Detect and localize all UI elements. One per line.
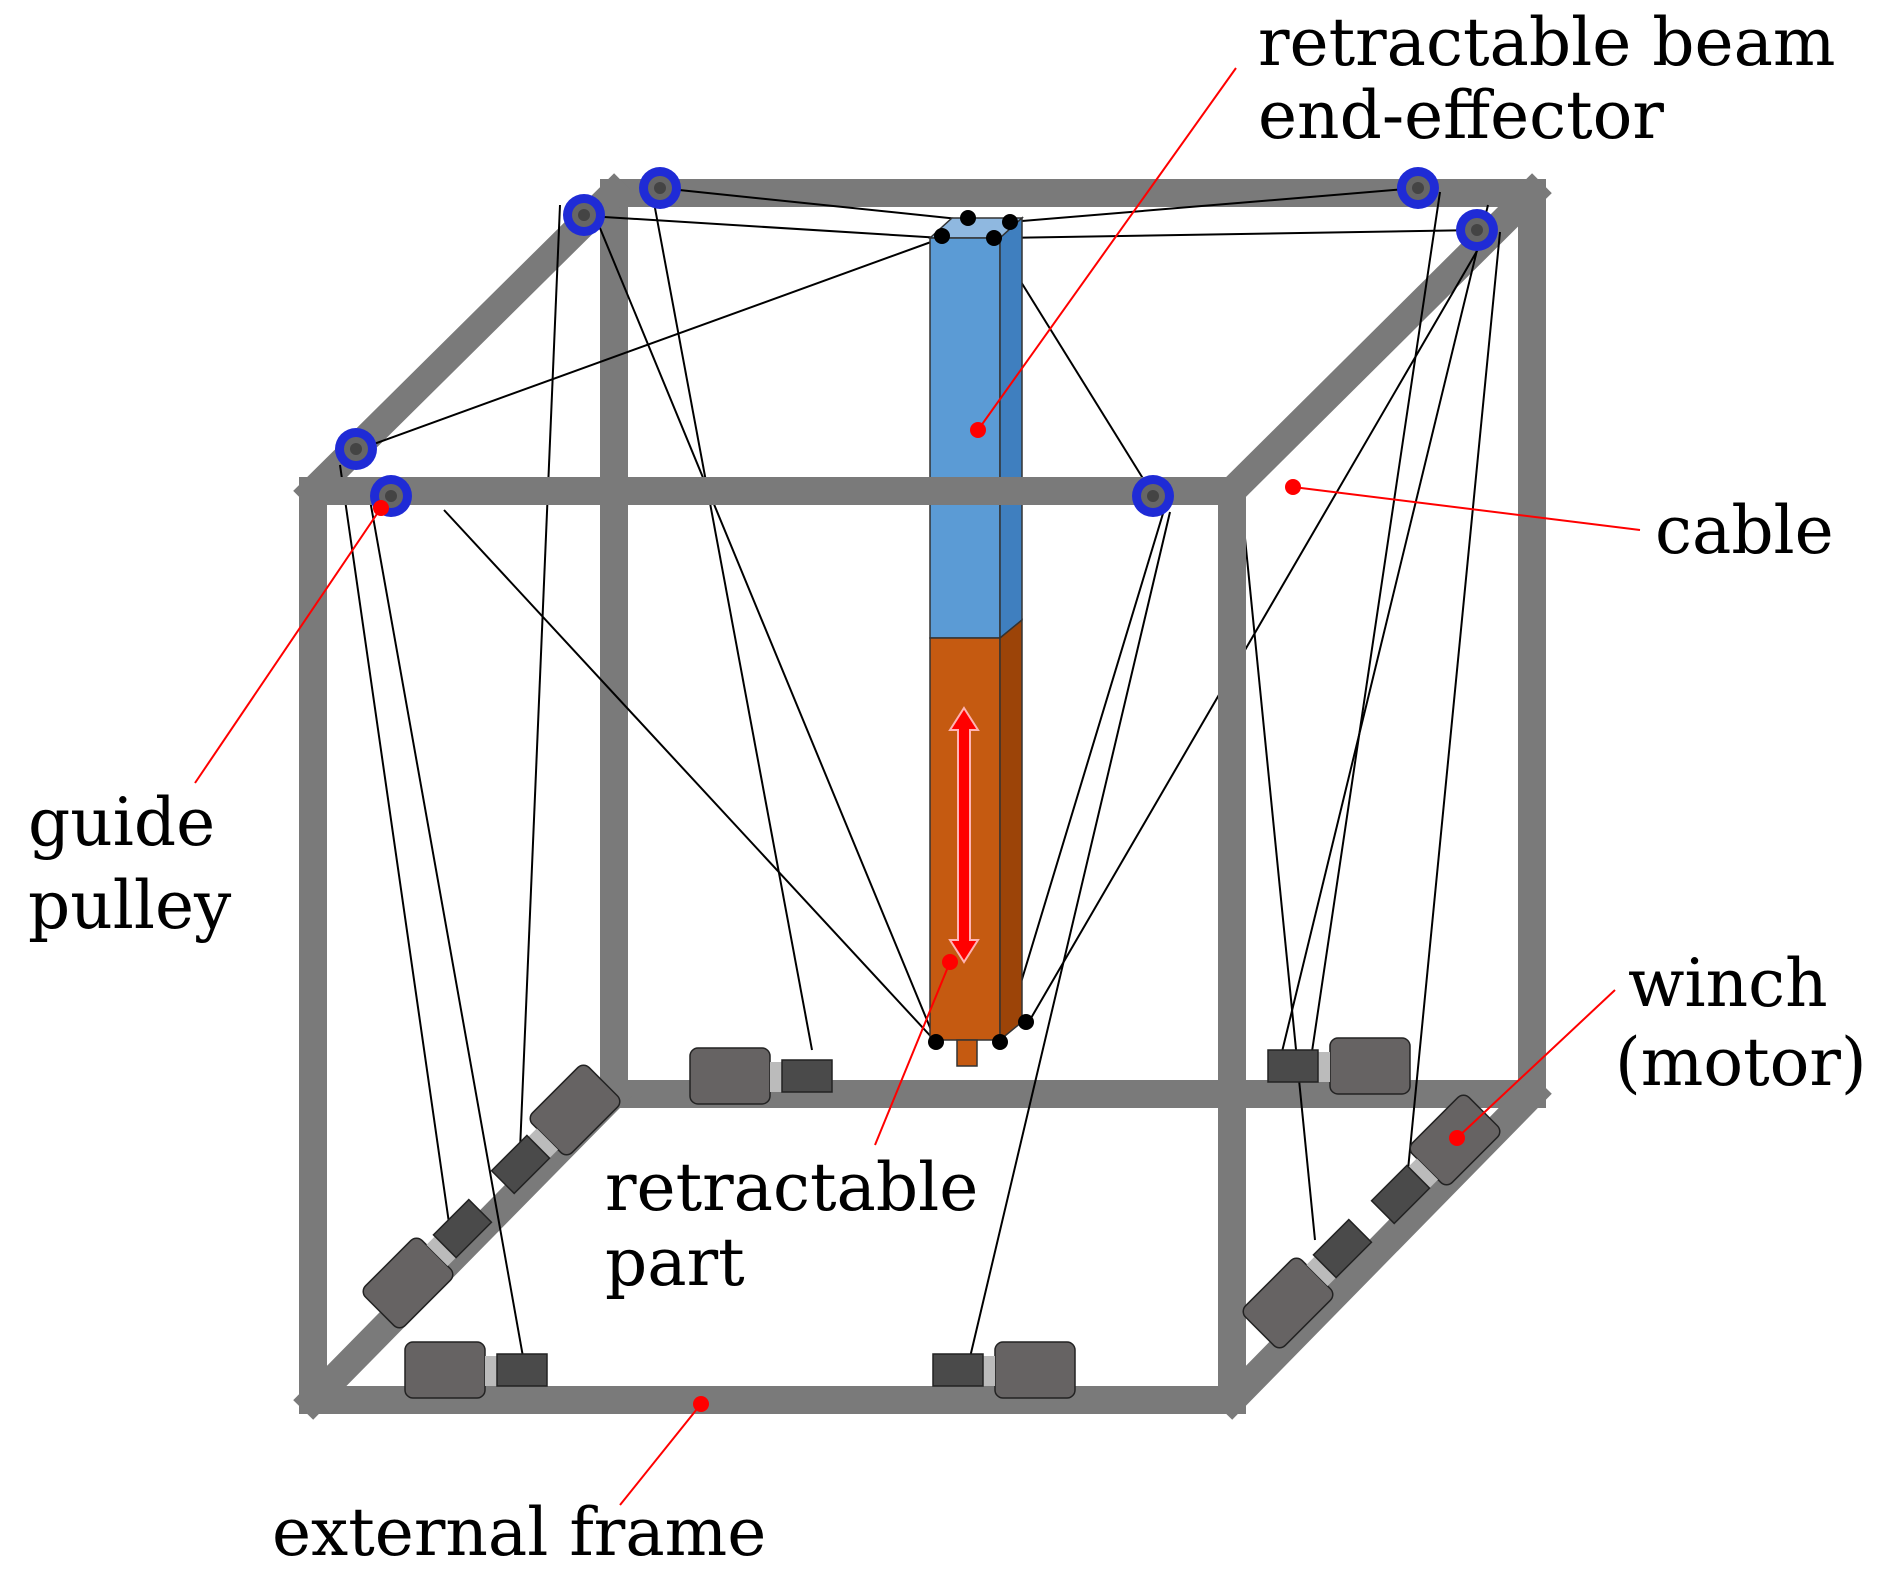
winch-motor-front-right bbox=[932, 1341, 1076, 1399]
retractable-beam bbox=[928, 216, 1024, 1067]
guide-pulleys bbox=[335, 167, 1498, 517]
label-winch-line1: winch bbox=[1628, 945, 1828, 1022]
pulley bbox=[1132, 475, 1174, 517]
label-guide-line1: guide bbox=[28, 784, 215, 861]
cable-attachment-points bbox=[928, 210, 1034, 1050]
pulley bbox=[1397, 167, 1439, 209]
label-beam-line2: end-effector bbox=[1258, 77, 1664, 154]
winch-motor-left-side-lower bbox=[362, 1198, 493, 1329]
label-winch-line2: (motor) bbox=[1615, 1024, 1867, 1101]
winch-motors bbox=[362, 1037, 1501, 1399]
leader-lines bbox=[194, 67, 1641, 1506]
label-guide-line2: pulley bbox=[28, 867, 232, 944]
label-frame: external frame bbox=[272, 1494, 766, 1571]
label-beam-line1: retractable beam bbox=[1258, 4, 1836, 81]
pulley bbox=[639, 167, 681, 209]
label-retract-line1: retractable bbox=[605, 1149, 978, 1226]
label-cable: cable bbox=[1655, 492, 1834, 569]
winch-motor-back-right bbox=[1267, 1037, 1411, 1095]
winch-motor-front-left bbox=[404, 1341, 548, 1399]
external-frame-front bbox=[299, 477, 1246, 1414]
labels: retractable beam end-effector cable guid… bbox=[28, 4, 1867, 1571]
pulley bbox=[1456, 209, 1498, 251]
winch-motor-left-side-upper bbox=[490, 1064, 621, 1195]
pulley bbox=[563, 194, 605, 236]
pulley bbox=[335, 428, 377, 470]
label-retract-line2: part bbox=[605, 1224, 745, 1301]
retraction-arrow bbox=[948, 706, 980, 964]
winch-motor-right-side-lower bbox=[1242, 1218, 1373, 1349]
winch-motor-back-left bbox=[689, 1047, 833, 1105]
